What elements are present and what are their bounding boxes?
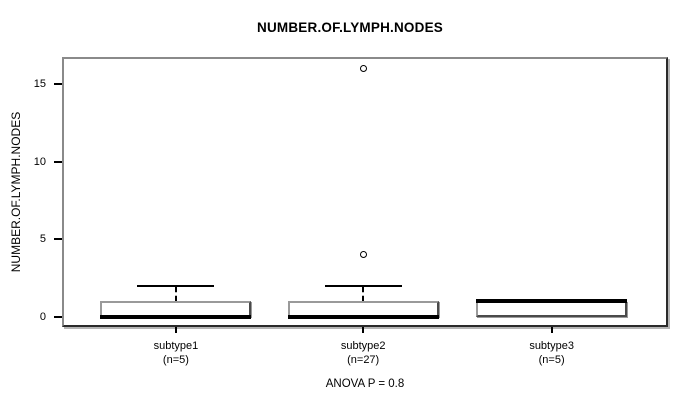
y-tick-label: 10 bbox=[33, 155, 46, 168]
x-category-label: subtype3 (n=5) bbox=[482, 339, 622, 367]
outlier-point bbox=[359, 65, 367, 73]
x-category-name: subtype1 bbox=[153, 340, 199, 352]
x-tick-mark bbox=[550, 327, 553, 333]
y-tick-mark bbox=[54, 83, 62, 86]
y-tick-mark bbox=[54, 315, 62, 318]
x-category-label: subtype1 (n=5) bbox=[106, 339, 246, 367]
y-tick-mark bbox=[54, 238, 62, 241]
x-tick-mark bbox=[174, 327, 177, 333]
y-tick-label: 5 bbox=[39, 233, 46, 246]
x-category-label: subtype2 (n=27) bbox=[293, 339, 433, 367]
x-category-name: subtype3 bbox=[529, 340, 574, 352]
y-tick-label: 0 bbox=[39, 310, 46, 323]
boxplot-median bbox=[100, 314, 252, 319]
plot-area bbox=[62, 57, 668, 327]
boxplot-median bbox=[476, 299, 628, 304]
boxplot-whisker-line bbox=[362, 286, 365, 302]
x-category-name: subtype2 bbox=[340, 340, 386, 352]
y-axis-label: NUMBER.OF.LYMPH.NODES bbox=[9, 111, 23, 273]
outlier-point bbox=[359, 251, 367, 259]
x-category-count: (n=5) bbox=[162, 354, 189, 366]
boxplot-whisker-line bbox=[174, 286, 177, 302]
boxplot-whisker-cap bbox=[137, 284, 215, 287]
boxplot-median bbox=[287, 314, 439, 319]
x-category-count: (n=27) bbox=[347, 354, 380, 366]
x-category-count: (n=5) bbox=[538, 354, 565, 366]
chart-title: NUMBER.OF.LYMPH.NODES bbox=[257, 20, 443, 35]
y-tick-label: 15 bbox=[33, 78, 46, 91]
boxplot-whisker-cap bbox=[324, 284, 402, 287]
y-tick-mark bbox=[54, 160, 62, 163]
x-tick-mark bbox=[362, 327, 365, 333]
boxplot-box bbox=[476, 301, 628, 317]
anova-annotation: ANOVA P = 0.8 bbox=[325, 378, 405, 390]
